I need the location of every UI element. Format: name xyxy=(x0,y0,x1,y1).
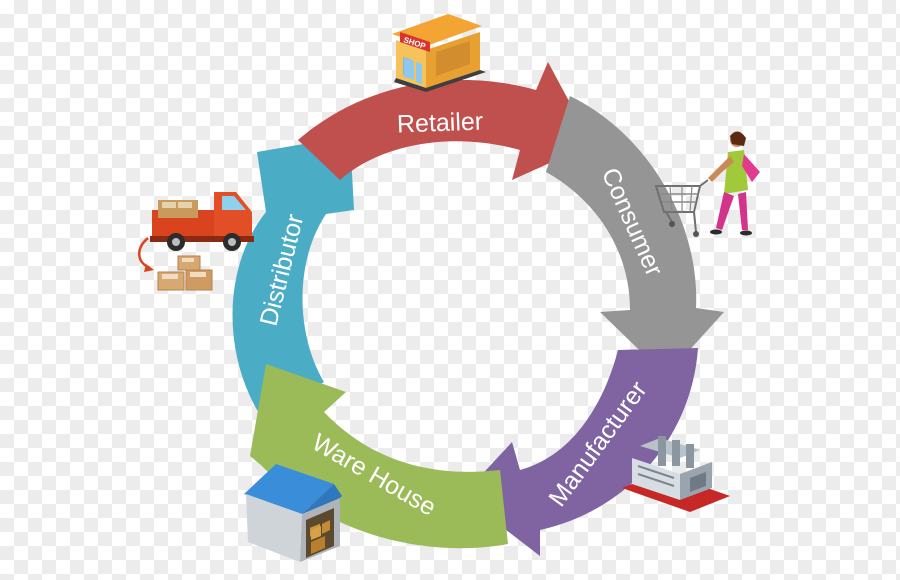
stage-label-retailer: Retailer xyxy=(396,108,483,139)
shopper-with-cart-icon xyxy=(654,131,760,237)
warehouse-icon xyxy=(244,464,342,562)
distributor-arrow xyxy=(232,136,354,418)
retailer-arrow xyxy=(298,62,592,180)
shop-icon: SHOP xyxy=(392,14,486,92)
delivery-truck-icon xyxy=(150,192,254,251)
factory-icon xyxy=(622,436,730,512)
manufacturer-arrow xyxy=(462,348,698,556)
consumer-arrow xyxy=(546,96,724,376)
cargo-boxes-icon xyxy=(138,237,213,291)
